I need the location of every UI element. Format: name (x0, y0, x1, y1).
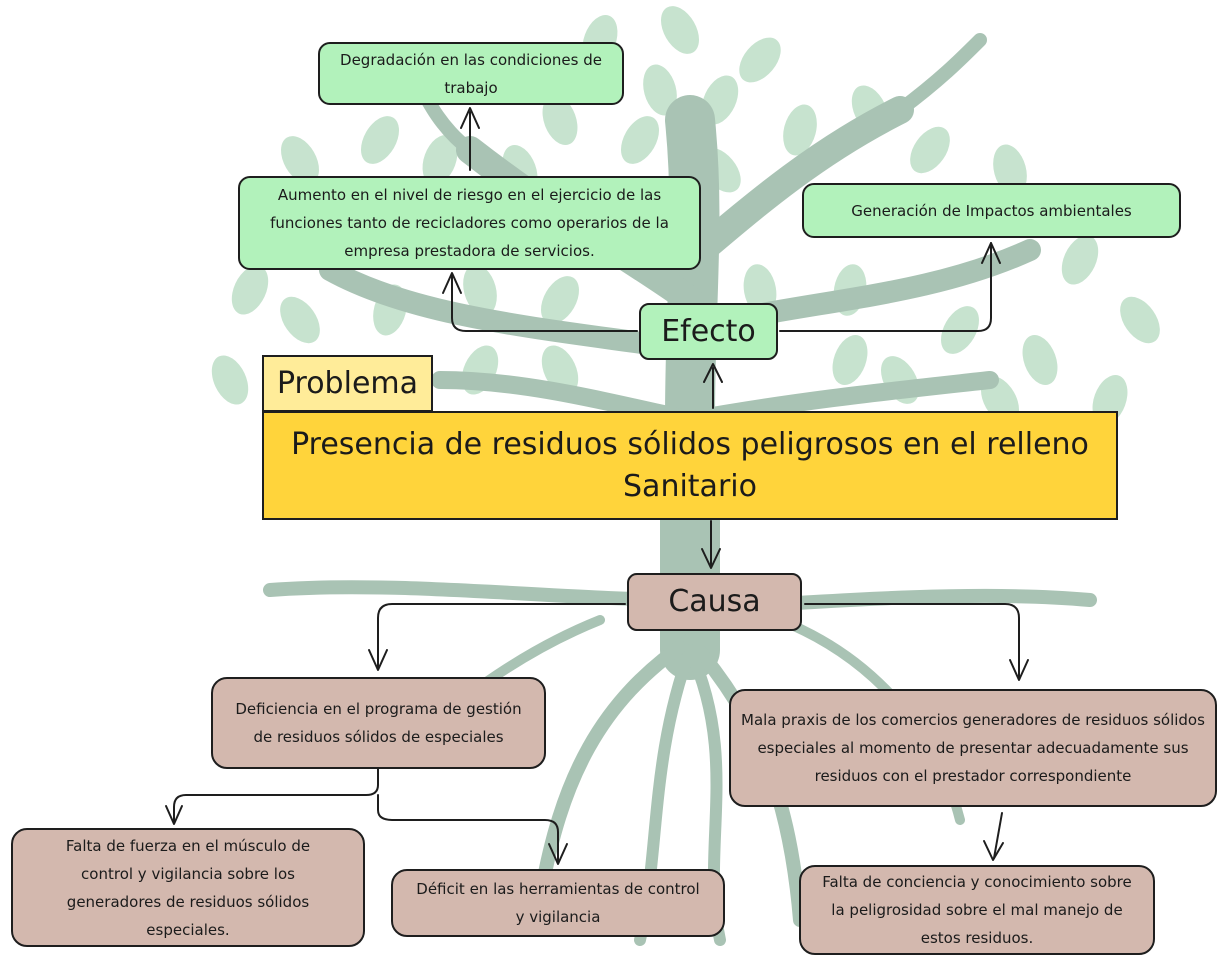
effect-label-box: Efecto (639, 303, 778, 360)
tree-leaves (211, 6, 1160, 426)
effect-impactos-box: Generación de Impactos ambientales (802, 183, 1181, 238)
problem-tag-label: Problema (276, 366, 419, 401)
cause-mala-praxis-text: Mala praxis de los comercios generadores… (741, 711, 1205, 785)
cause-falta-fuerza-text: Falta de fuerza en el músculo de control… (65, 836, 311, 939)
problem-statement-box: Presencia de residuos sólidos peligrosos… (262, 411, 1118, 520)
effect-label: Efecto (661, 313, 756, 349)
effect-degradacion-text: Degradación en las condiciones de trabaj… (340, 50, 602, 97)
effect-aumento-riesgo-box: Aumento en el nivel de riesgo en el ejer… (238, 176, 701, 270)
problem-tag-box: Problema (262, 355, 433, 412)
effect-aumento-riesgo-text: Aumento en el nivel de riesgo en el ejer… (270, 186, 669, 260)
cause-falta-conciencia-box: Falta de conciencia y conocimiento sobre… (799, 865, 1155, 955)
cause-mala-praxis-box: Mala praxis de los comercios generadores… (729, 689, 1217, 807)
effect-impactos-text: Generación de Impactos ambientales (851, 201, 1132, 220)
cause-falta-conciencia-text: Falta de conciencia y conocimiento sobre… (822, 873, 1132, 947)
cause-falta-fuerza-box: Falta de fuerza en el músculo de control… (11, 828, 365, 947)
cause-deficiencia-box: Deficiencia en el programa de gestión de… (211, 677, 546, 769)
effect-degradacion-box: Degradación en las condiciones de trabaj… (318, 42, 624, 105)
cause-label: Causa (668, 584, 761, 619)
cause-deficit-herramientas-box: Déficit en las herramientas de control y… (391, 869, 725, 937)
problem-statement: Presencia de residuos sólidos peligrosos… (291, 426, 1089, 504)
cause-label-box: Causa (627, 573, 802, 631)
cause-deficit-herramientas-text: Déficit en las herramientas de control y… (416, 880, 700, 926)
cause-deficiencia-text: Deficiencia en el programa de gestión de… (235, 700, 522, 746)
